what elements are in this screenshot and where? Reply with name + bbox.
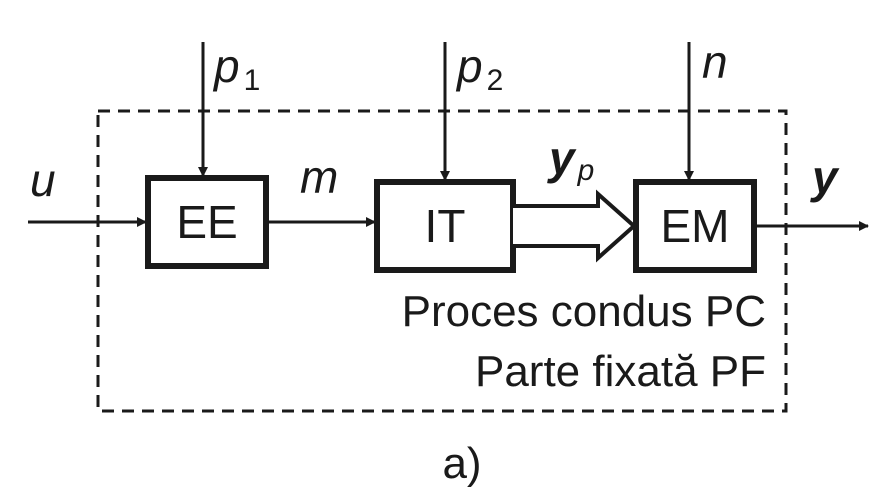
yp-base: y (547, 132, 577, 184)
ee-label: EE (176, 196, 237, 248)
n-label: n (702, 36, 728, 88)
p2-base: p (455, 40, 483, 92)
p1-base: p (212, 40, 240, 92)
pf-caption: Parte fixată PF (475, 347, 766, 396)
y-label: y (810, 151, 840, 203)
em-label: EM (661, 200, 730, 252)
yp-double-arrow (513, 189, 638, 263)
p2-subscript: 2 (487, 64, 504, 97)
yp-subscript: p (577, 154, 595, 187)
p1-subscript: 1 (244, 64, 261, 97)
m-label: m (300, 151, 338, 203)
fixed-part-boundary (96, 109, 788, 413)
u-label: u (30, 154, 56, 206)
figure-label: a) (442, 439, 481, 488)
it-label: IT (425, 200, 466, 252)
pc-caption: Proces condus PC (402, 287, 766, 336)
